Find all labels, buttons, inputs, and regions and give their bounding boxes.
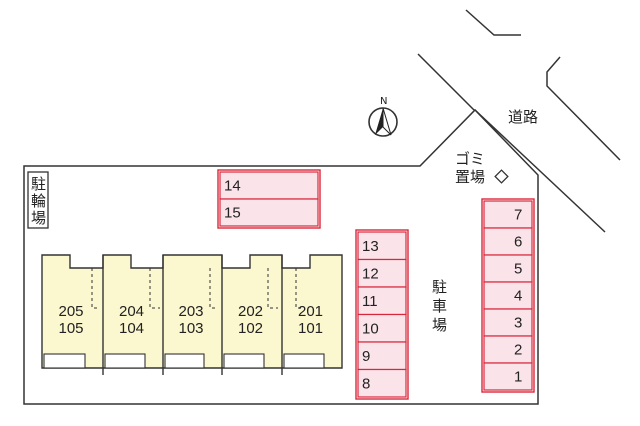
parking-space-7 xyxy=(483,200,533,229)
parking-space-label-14: 14 xyxy=(224,178,241,195)
parking-space-11 xyxy=(357,286,407,316)
car-parking-char-1: 駐 xyxy=(432,278,447,296)
garbage-diamond-icon xyxy=(494,169,509,184)
parking-space-label-11: 11 xyxy=(362,293,378,310)
road-edge-top-right xyxy=(546,56,621,161)
parking-group-middle: 13 12 11 10 9 8 xyxy=(355,229,409,400)
bicycle-parking-char-3: 場 xyxy=(31,209,46,227)
stair-dashed-line-5 xyxy=(295,268,304,309)
parking-space-label-9: 9 xyxy=(362,348,370,365)
road-label: 道路 xyxy=(508,108,538,126)
parking-space-8 xyxy=(357,368,407,398)
unit-label-lower-105: 105 xyxy=(59,320,84,337)
parking-space-label-12: 12 xyxy=(362,265,379,282)
parking-space-1 xyxy=(483,362,533,391)
unit-label-upper-203: 203 xyxy=(179,303,204,320)
parking-space-15 xyxy=(219,198,319,227)
car-parking-char-3: 場 xyxy=(432,316,447,334)
balcony-2 xyxy=(104,353,146,369)
stair-dashed-line-1 xyxy=(91,268,100,309)
unit-label-lower-103: 103 xyxy=(179,320,204,337)
parking-space-label-7: 7 xyxy=(514,207,522,224)
bicycle-parking-char-1: 駐 xyxy=(31,175,46,193)
bicycle-parking-char-2: 輪 xyxy=(31,192,46,210)
parking-space-3 xyxy=(483,308,533,337)
garbage-label-line1: ゴミ xyxy=(455,150,485,168)
unit-label-lower-101: 101 xyxy=(298,320,323,337)
parking-group-right: 7 6 5 4 3 2 1 xyxy=(481,198,535,393)
unit-label-upper-201: 201 xyxy=(298,303,323,320)
parking-group-top: 14 15 xyxy=(217,169,321,229)
parking-space-12 xyxy=(357,258,407,288)
unit-label-upper-202: 202 xyxy=(238,303,263,320)
balcony-5 xyxy=(283,353,325,369)
garbage-label-line2: 置場 xyxy=(455,168,485,186)
car-parking-char-2: 車 xyxy=(432,297,447,315)
unit-label-lower-102: 102 xyxy=(238,320,263,337)
parking-space-label-5: 5 xyxy=(514,261,522,278)
stair-dashed-line-2 xyxy=(149,268,160,309)
road-edge-top-left xyxy=(465,9,521,36)
parking-top-outline xyxy=(217,169,321,229)
road-edge-upper xyxy=(417,53,475,111)
stair-dashed-line-3 xyxy=(209,268,218,309)
parking-space-4 xyxy=(483,281,533,310)
parking-middle-outline xyxy=(355,229,409,400)
parking-space-10 xyxy=(357,313,407,343)
parking-space-label-13: 13 xyxy=(362,238,379,255)
unit-label-lower-104: 104 xyxy=(119,320,144,337)
balcony-1 xyxy=(43,353,86,369)
parking-space-label-6: 6 xyxy=(514,234,522,251)
north-label: N xyxy=(380,96,387,107)
parking-space-label-1: 1 xyxy=(514,369,522,386)
parking-space-label-8: 8 xyxy=(362,375,370,392)
bicycle-parking-box xyxy=(27,171,49,229)
parking-space-5 xyxy=(483,254,533,283)
parking-space-label-10: 10 xyxy=(362,320,379,337)
parking-space-6 xyxy=(483,227,533,256)
stair-dashed-line-4 xyxy=(267,268,278,309)
parking-space-label-15: 15 xyxy=(224,205,241,222)
road-edge-lower xyxy=(474,109,606,233)
balcony-3 xyxy=(164,353,205,369)
parking-right-outline xyxy=(481,198,535,393)
unit-label-upper-204: 204 xyxy=(119,303,144,320)
parking-space-label-4: 4 xyxy=(514,288,522,305)
parking-space-label-2: 2 xyxy=(514,342,522,359)
balcony-4 xyxy=(223,353,265,369)
road-edges xyxy=(417,9,621,233)
parking-space-2 xyxy=(483,335,533,364)
compass-icon: N xyxy=(368,96,398,137)
parking-space-label-3: 3 xyxy=(514,315,522,332)
unit-label-upper-205: 205 xyxy=(59,303,84,320)
